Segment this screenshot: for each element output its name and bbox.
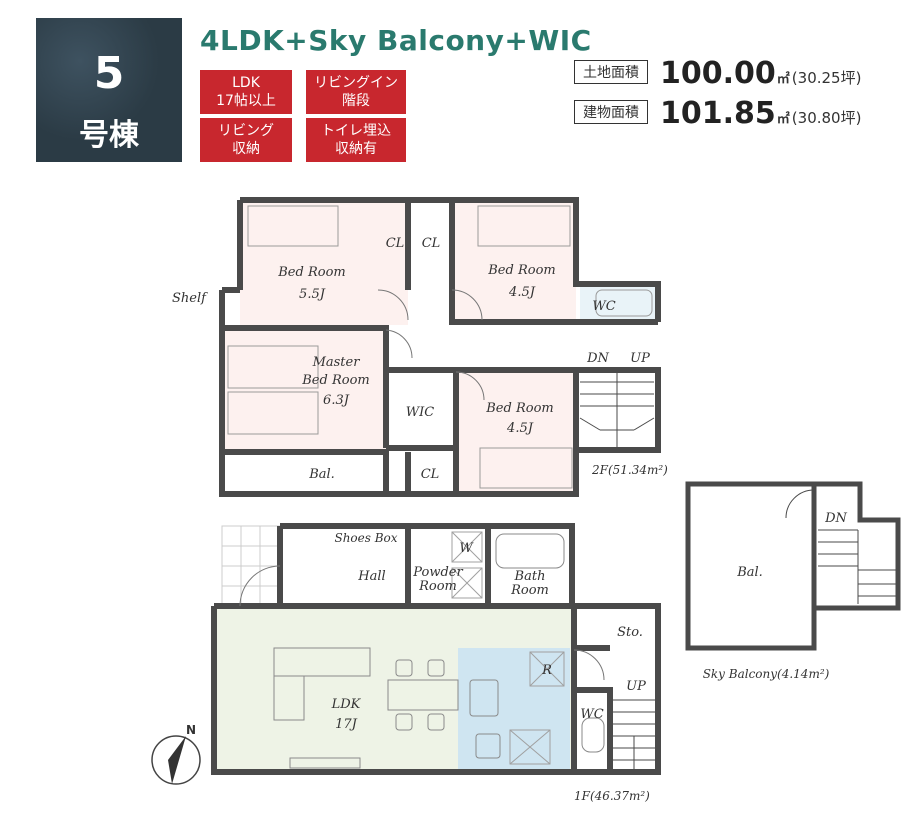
bedroom-3-size: 4.5J: [506, 421, 534, 436]
bedroom-1-name: Bed Room: [277, 265, 345, 280]
bedroom-2-size: 4.5J: [508, 285, 536, 300]
bedroom-2-fill: [452, 200, 576, 322]
closet-1-label: CL: [386, 236, 405, 251]
feature-tag-living-stairs: リビングイン 階段: [306, 70, 406, 114]
sky-stairs: [785, 489, 896, 604]
closet-2-label: CL: [422, 236, 441, 251]
land-area-value: 100.00: [660, 56, 776, 91]
floor-1-stairs: [612, 699, 656, 770]
floor-1-furniture: [273, 533, 605, 769]
floor-2-stairs: [579, 370, 655, 450]
refrigerator-label: R: [541, 663, 552, 678]
hall-label: Hall: [357, 569, 385, 584]
building-area-label: 建物面積: [574, 100, 648, 124]
floor-1-walls: [211, 523, 661, 775]
building-number-badge: 5 号棟: [36, 18, 182, 162]
shelf-label: Shelf: [172, 291, 208, 306]
land-area-row: 土地面積 100.00 ㎡ (30.25坪): [574, 56, 861, 91]
sky-balcony-plan: Bal. DN Sky Balcony(4.14m²): [685, 481, 901, 681]
sky-balcony-room-label: Bal.: [736, 565, 763, 580]
floor-2-plan: Bed Room 5.5J CL CL Bed Room 4.5J WC She…: [172, 197, 668, 497]
washer-label: W: [459, 541, 474, 556]
land-area-unit: ㎡: [776, 72, 790, 87]
floor-2-doors: [377, 289, 485, 401]
land-area-label: 土地面積: [574, 60, 648, 84]
appliance-spaces: [451, 531, 565, 765]
land-area-tsubo: (30.25坪): [791, 69, 862, 87]
building-area-row: 建物面積 101.85 ㎡ (30.80坪): [574, 96, 861, 131]
north-arrow-icon: [168, 736, 186, 784]
building-area-unit: ㎡: [776, 112, 790, 127]
bath-room-label-1: Bath: [514, 569, 546, 584]
sky-balcony-caption: Sky Balcony(4.14m²): [703, 667, 830, 681]
master-bedroom-fill: [222, 328, 386, 450]
powder-room-label-2: Room: [418, 579, 457, 594]
bedroom-3-fill: [456, 370, 576, 494]
building-number: 5: [93, 48, 125, 99]
floor-1-caption: 1F(46.37m²): [574, 789, 650, 803]
stairs-2f-up: UP: [630, 351, 650, 366]
wic-label: WIC: [406, 405, 434, 420]
building-label: 号棟: [79, 118, 139, 153]
storage-label: Sto.: [617, 625, 643, 640]
building-area-value: 101.85: [660, 96, 776, 131]
floor-1-plan: Shoes Box Hall Powder Room W Bath Room L…: [211, 523, 661, 803]
shoes-box-label: Shoes Box: [334, 531, 397, 545]
feature-tag-toilet-storage: トイレ埋込 収納有: [306, 118, 406, 162]
master-bedroom-size: 6.3J: [323, 393, 350, 408]
bedroom-1-size: 5.5J: [299, 287, 326, 302]
sky-stairs-down: DN: [824, 511, 847, 526]
feature-tag-living-storage: リビング 収納: [200, 118, 292, 162]
sky-balcony-walls: [685, 481, 901, 651]
master-bedroom-name-2: Bed Room: [301, 373, 369, 388]
master-bedroom-name-1: Master: [312, 355, 361, 370]
entrance-tiles: [221, 525, 281, 607]
wc-2f-label: WC: [592, 299, 615, 314]
feature-tag-ldk: LDK 17帖以上: [200, 70, 292, 114]
ldk-size: 17J: [335, 717, 358, 732]
building-area-tsubo: (30.80坪): [791, 109, 862, 127]
floor-1-doors: [239, 565, 605, 681]
compass-north-label: N: [186, 723, 196, 737]
stairs-2f-down: DN: [586, 351, 609, 366]
wc-1f-label: WC: [580, 707, 603, 722]
floor-2-caption: 2F(51.34m²): [591, 463, 668, 477]
bath-room-label-2: Room: [510, 583, 549, 598]
compass-rose: N: [151, 723, 201, 785]
kitchen-fill: [458, 648, 570, 772]
floor-plan-headline: 4LDK+Sky Balcony+WIC: [200, 24, 592, 57]
compass-circle: [151, 735, 201, 785]
powder-room-label-1: Powder: [412, 565, 463, 580]
ldk-label: LDK: [331, 697, 362, 712]
bedroom-1-fill: [240, 200, 408, 325]
balcony-2f-label: Bal.: [308, 467, 335, 482]
bedroom-2-name: Bed Room: [487, 263, 555, 278]
floor-2-walls: [219, 197, 661, 497]
bedroom-3-name: Bed Room: [485, 401, 553, 416]
stairs-1f-up: UP: [626, 679, 646, 694]
closet-3-label: CL: [421, 467, 440, 482]
floor-2-furniture: [227, 205, 653, 489]
